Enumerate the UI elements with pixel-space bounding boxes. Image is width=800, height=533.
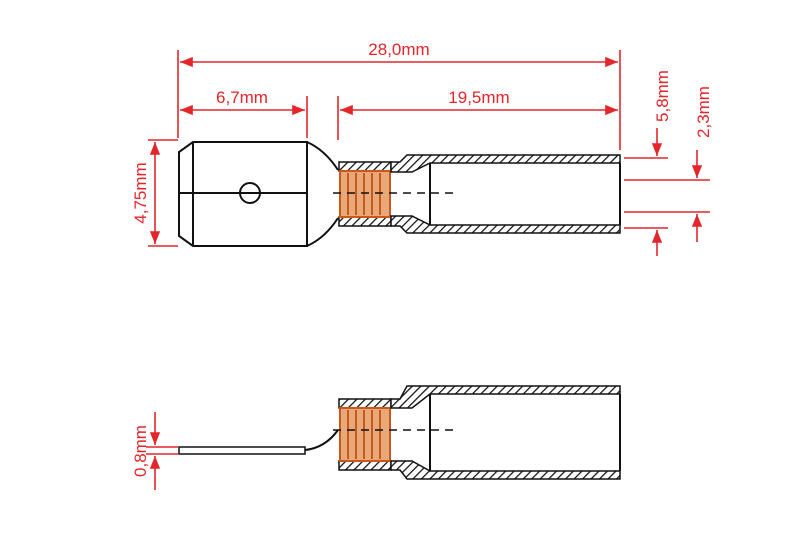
dim-blade-length: 6,7mm [216, 88, 268, 107]
dim-wire-diameter: 2,3mm [694, 86, 713, 138]
dim-blade-width: 4,75mm [131, 162, 150, 223]
dim-blade-thickness: 0,8mm [131, 425, 150, 477]
copper-coil [339, 170, 391, 218]
blade-side [178, 446, 306, 455]
neck [306, 141, 339, 247]
dim-sleeve-length: 19,5mm [448, 88, 509, 107]
blade-hole [239, 182, 261, 204]
side-view [178, 385, 621, 480]
dimension-lines [146, 50, 710, 490]
top-view [178, 141, 621, 247]
copper-coil-side [339, 407, 391, 462]
dim-overall-length: 28,0mm [368, 40, 429, 59]
dim-sleeve-diameter: 5,8mm [653, 70, 672, 122]
